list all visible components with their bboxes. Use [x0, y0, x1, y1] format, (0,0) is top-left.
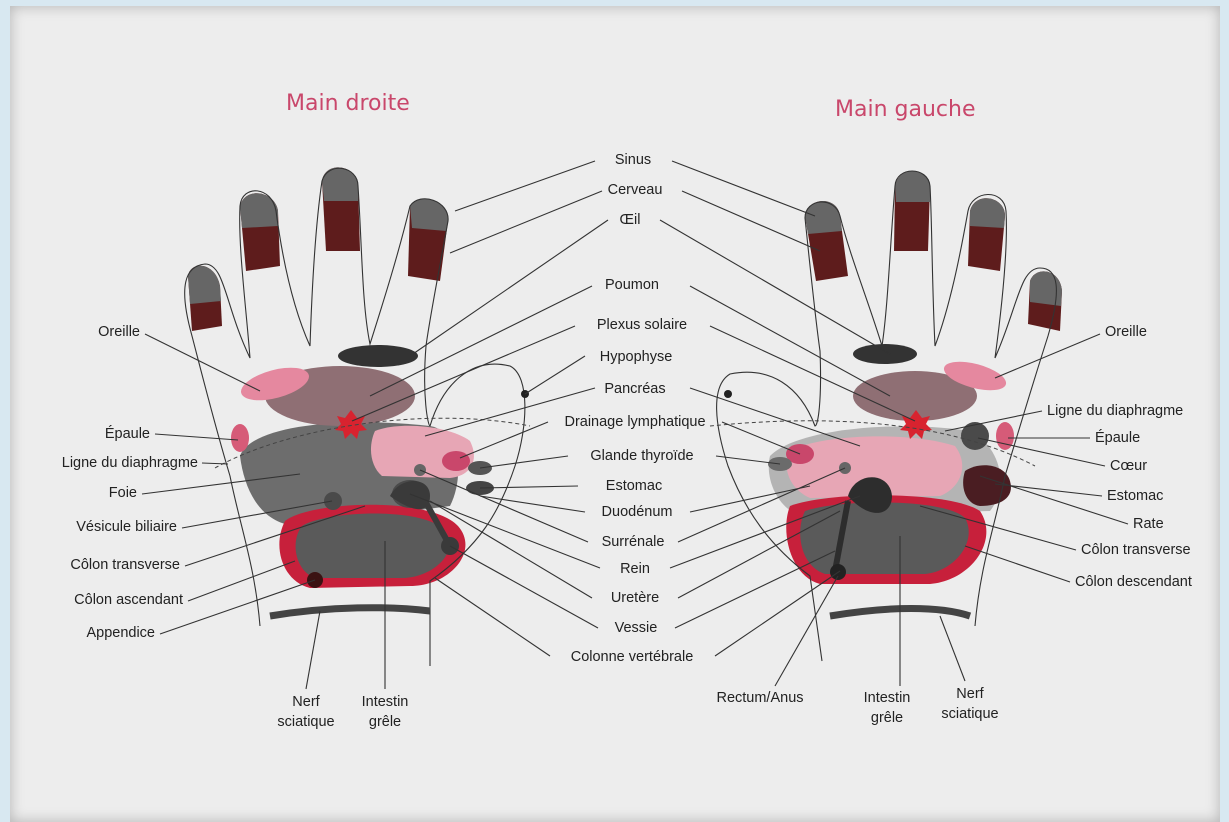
- label-oreille-right: Oreille: [98, 324, 140, 340]
- index-tip: [410, 199, 448, 231]
- label-surrenale: Surrénale: [602, 534, 665, 550]
- title-left-hand: Main gauche: [835, 97, 975, 122]
- ring-tip: [240, 193, 278, 228]
- pinky-tip: [188, 266, 221, 304]
- label-sciatique-left: sciatique: [941, 706, 998, 722]
- label-grele-right: grêle: [369, 714, 401, 730]
- label-appendice: Appendice: [86, 625, 155, 641]
- label-estomac: Estomac: [606, 478, 662, 494]
- thyroid-zone: [442, 451, 470, 471]
- title-right-hand: Main droite: [286, 91, 410, 116]
- label-duodenum: Duodénum: [602, 504, 673, 520]
- eye-zone: [338, 345, 418, 367]
- label-sinus: Sinus: [615, 152, 651, 168]
- label-colon-ascendant: Côlon ascendant: [74, 592, 183, 608]
- label-grele-left: grêle: [871, 710, 903, 726]
- left-hand-labels: Oreille Ligne du diaphragme Épaule Cœur …: [1047, 324, 1192, 590]
- label-vesicule: Vésicule biliaire: [76, 519, 177, 535]
- label-pancreas: Pancréas: [604, 381, 665, 397]
- label-rein: Rein: [620, 561, 650, 577]
- label-diaphragme-right: Ligne du diaphragme: [62, 455, 198, 471]
- label-plexus-solaire: Plexus solaire: [597, 317, 687, 333]
- label-uretere: Uretère: [611, 590, 659, 606]
- label-epaule-left: Épaule: [1095, 429, 1140, 446]
- label-poumon: Poumon: [605, 277, 659, 293]
- eye-zone-left: [853, 344, 917, 364]
- label-intestin-left: Intestin: [864, 690, 911, 706]
- label-cerveau: Cerveau: [608, 182, 663, 198]
- heart-zone: [961, 422, 989, 450]
- pinky-tip-left: [1030, 271, 1062, 306]
- label-colon-transverse-left: Côlon transverse: [1081, 542, 1191, 558]
- label-sciatique-right: sciatique: [277, 714, 334, 730]
- right-hand-labels: Oreille Épaule Ligne du diaphragme Foie …: [62, 324, 198, 641]
- center-labels: Sinus Cerveau Œil Poumon Plexus solaire …: [564, 152, 705, 665]
- hand-reflexology-diagram: Main droite Main gauche: [10, 6, 1220, 822]
- label-foie: Foie: [109, 485, 137, 501]
- label-oreille-left: Oreille: [1105, 324, 1147, 340]
- label-nerf-right: Nerf: [292, 694, 320, 710]
- book-page: Main droite Main gauche: [10, 6, 1220, 822]
- right-hand: [185, 167, 530, 666]
- label-estomac-left: Estomac: [1107, 488, 1163, 504]
- label-rate: Rate: [1133, 516, 1164, 532]
- wrist-band: [270, 608, 430, 616]
- label-rectum-anus: Rectum/Anus: [716, 690, 803, 706]
- label-vessie: Vessie: [615, 620, 658, 636]
- label-diaphragme-left: Ligne du diaphragme: [1047, 403, 1183, 419]
- bottom-labels: Nerf sciatique Intestin grêle Rectum/Anu…: [277, 686, 998, 730]
- label-hypophyse: Hypophyse: [600, 349, 673, 365]
- small-intestine-zone: [296, 514, 450, 579]
- label-intestin-right: Intestin: [362, 694, 409, 710]
- label-colon-descendant: Côlon descendant: [1075, 574, 1192, 590]
- gallbladder-zone: [324, 492, 342, 510]
- label-drainage-lymphatique: Drainage lymphatique: [564, 414, 705, 430]
- label-nerf-left: Nerf: [956, 686, 984, 702]
- label-colonne-vertebrale: Colonne vertébrale: [571, 649, 694, 665]
- label-coeur: Cœur: [1110, 458, 1147, 474]
- label-oeil: Œil: [620, 212, 641, 228]
- label-colon-transverse-right: Côlon transverse: [70, 557, 180, 573]
- ring-tip-left: [970, 198, 1005, 228]
- label-epaule-right: Épaule: [105, 425, 150, 442]
- spleen-zone: [963, 465, 1011, 506]
- pituitary-dot-left: [724, 390, 732, 398]
- shoulder-zone: [231, 424, 249, 452]
- left-hand: [710, 171, 1062, 661]
- label-glande-thyroide: Glande thyroïde: [590, 448, 693, 464]
